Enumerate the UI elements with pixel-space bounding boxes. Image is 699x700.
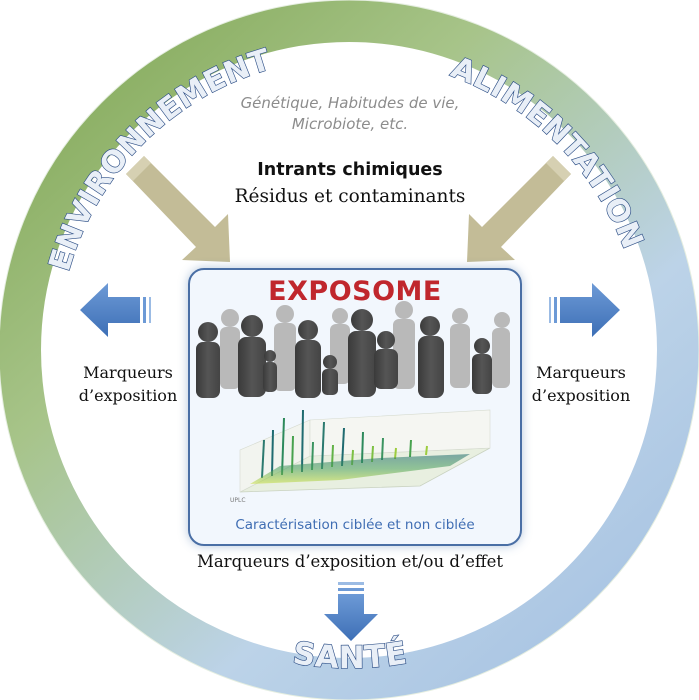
output-arrow-down — [324, 582, 378, 641]
output-arrow-right — [549, 283, 620, 337]
inputs-subtitle: Résidus et contaminants — [234, 186, 466, 207]
bottom-output-label: Marqueurs d’exposition et/ou d’effet — [196, 552, 504, 571]
ring-label-health: SANTÉ — [291, 635, 410, 676]
context-note: Génétique, Habitudes de vie, Microbiote,… — [240, 94, 460, 133]
exposome-title: EXPOSOME — [268, 276, 442, 307]
input-arrow-left — [126, 156, 230, 262]
inputs-title: Intrants chimiques — [257, 160, 443, 180]
exposome-panel: UPLC — [188, 268, 522, 546]
output-arrow-left — [80, 283, 151, 337]
input-arrow-right — [467, 156, 571, 262]
left-marker-label: Marqueurs d’exposition — [78, 363, 178, 405]
spectral-plot: UPLC — [230, 409, 491, 504]
right-marker-label: Marqueurs d’exposition — [531, 363, 631, 405]
exposome-caption: Caractérisation ciblée et non ciblée — [235, 517, 475, 533]
svg-text:UPLC: UPLC — [230, 497, 246, 504]
crowd-silhouette — [196, 301, 510, 398]
